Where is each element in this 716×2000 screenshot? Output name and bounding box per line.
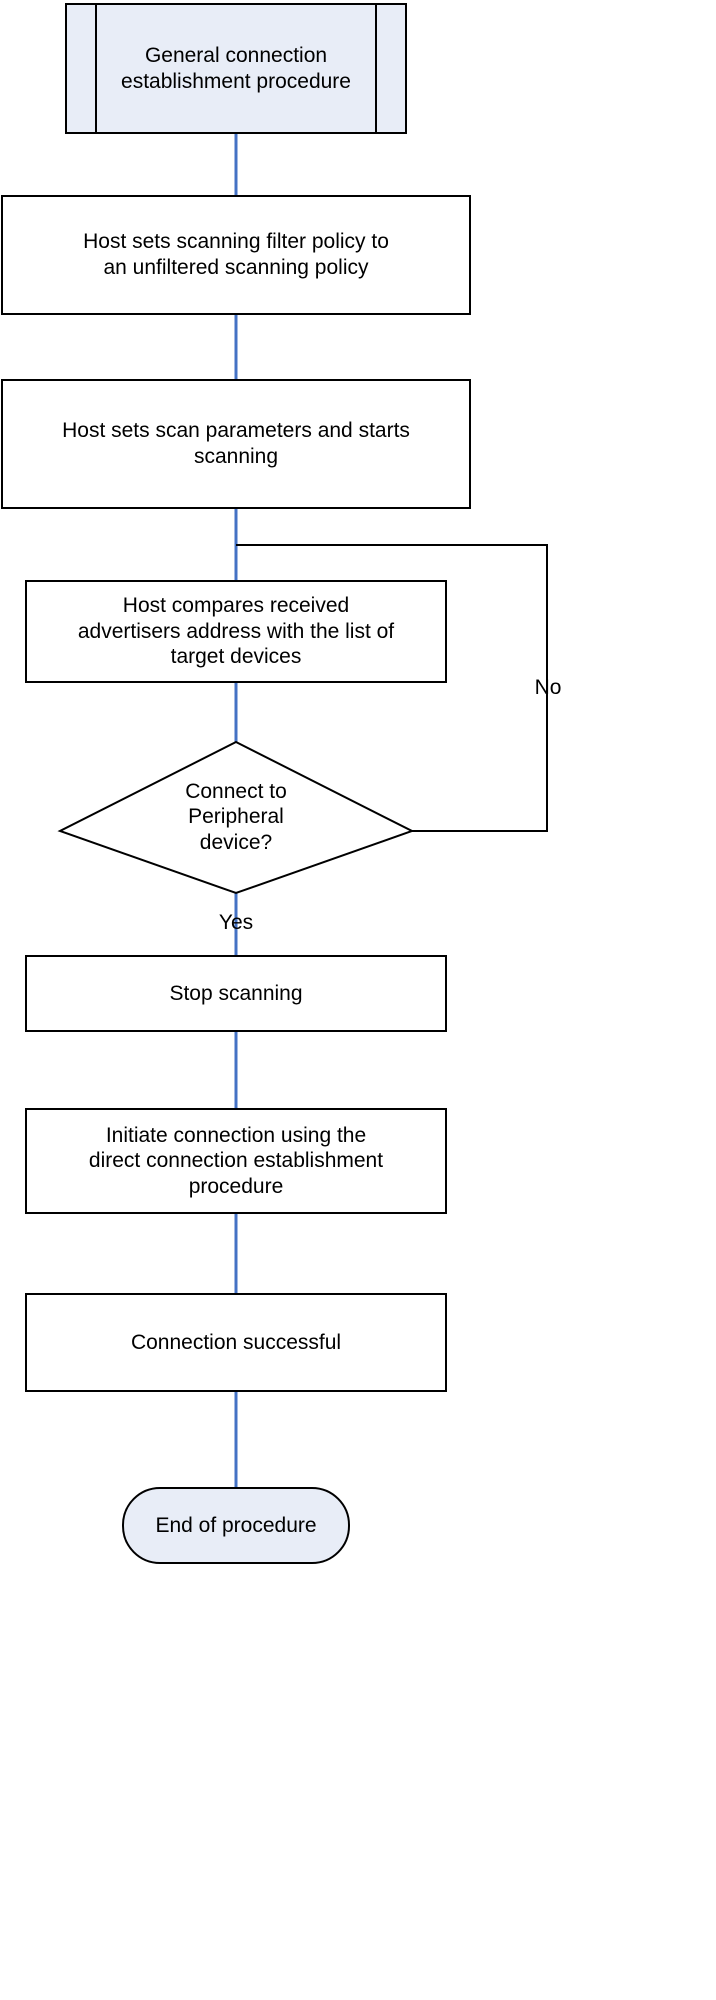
predefined-process-body [65,3,407,134]
node-set-scan-parameters-body[interactable] [1,379,471,509]
connector-decision-no-loop [236,544,548,832]
edge-label-no: No [534,676,562,699]
node-connection-successful-body[interactable] [25,1293,447,1392]
edge-label-yes: Yes [218,911,254,934]
node-compare-address-body[interactable] [25,580,447,683]
node-set-filter-policy-body[interactable] [1,195,471,315]
node-initiate-connection-body[interactable] [25,1108,447,1214]
node-general-connection-start[interactable] [65,3,407,134]
node-stop-scanning-body[interactable] [25,955,447,1032]
node-connect-decision-body[interactable] [57,740,415,895]
node-end-of-procedure-body[interactable] [122,1487,350,1564]
